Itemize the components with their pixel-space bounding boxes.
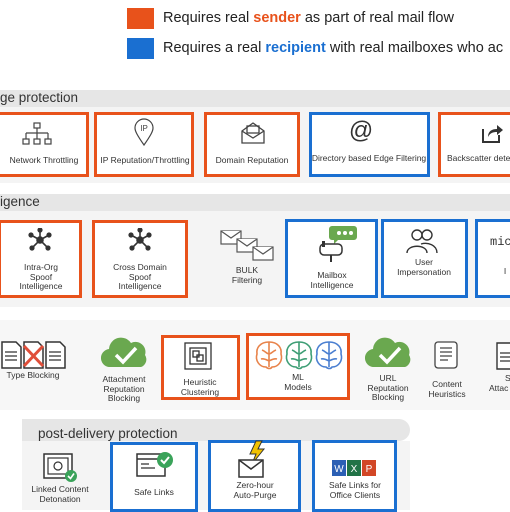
domain-reputation-label: Domain Reputation bbox=[215, 155, 289, 165]
partial-filter-icon bbox=[496, 342, 510, 370]
safe-links-label: Safe Links bbox=[134, 487, 174, 497]
cross-domain-spoof-box bbox=[92, 220, 188, 298]
heuristic-clustering-box bbox=[161, 335, 240, 400]
svg-text:W: W bbox=[334, 464, 344, 475]
at-icon: @ bbox=[348, 117, 374, 144]
envelope-icon bbox=[241, 122, 265, 144]
backscatter-label: Backscatter dete bbox=[447, 153, 510, 163]
sender-legend-swatch bbox=[127, 8, 154, 29]
user-impersonation-box bbox=[381, 219, 468, 298]
cloud-check-icon bbox=[101, 337, 147, 368]
edge-section-title: ge protection bbox=[0, 90, 79, 105]
intel-section-title: igence bbox=[0, 194, 40, 209]
post-section-band bbox=[22, 419, 410, 441]
edge-section-band bbox=[0, 90, 510, 107]
cluster-icon bbox=[184, 342, 212, 370]
recipient-legend-text: Requires a real recipient with real mail… bbox=[163, 40, 504, 56]
mailbox-icon bbox=[319, 226, 357, 262]
sender-legend-text: Requires real sender as part of real mai… bbox=[163, 10, 454, 26]
intel-section-band bbox=[0, 194, 510, 211]
svg-text:P: P bbox=[366, 464, 373, 475]
svg-text:X: X bbox=[351, 464, 358, 475]
recipient-legend-swatch bbox=[127, 38, 154, 59]
network-throttling-label: Network Throttling bbox=[9, 155, 79, 165]
share-icon bbox=[482, 125, 503, 143]
ip-reputation-label: IP Reputation/Throttling bbox=[100, 155, 190, 165]
domain-reputation-box bbox=[204, 112, 300, 177]
partial-intel-label: I bbox=[503, 266, 507, 276]
intra-org-spoof-box bbox=[0, 220, 82, 298]
lightning-mail-icon bbox=[238, 440, 266, 478]
directory-edge-filtering-label: Directory based Edge Filtering bbox=[311, 153, 427, 163]
cloud-check-icon bbox=[365, 337, 411, 368]
type-blocking-label: Type Blocking bbox=[6, 370, 60, 380]
directory-edge-filtering-box bbox=[309, 112, 430, 177]
partial-intel-heading: mic bbox=[490, 235, 510, 249]
backscatter-box bbox=[438, 112, 510, 177]
browser-check-icon bbox=[136, 452, 173, 477]
bulk-mail-icon bbox=[220, 230, 274, 261]
brain-icon bbox=[255, 341, 343, 370]
partial-intel-box bbox=[475, 219, 510, 298]
network-icon bbox=[22, 122, 52, 145]
scroll-icon bbox=[434, 341, 458, 369]
ip-icon: IP bbox=[134, 118, 154, 146]
users-icon bbox=[406, 229, 438, 254]
post-section-title: post-delivery protection bbox=[38, 426, 178, 441]
svg-text:IP: IP bbox=[140, 124, 148, 133]
file-block-icon bbox=[1, 341, 66, 369]
hub-icon bbox=[28, 228, 52, 251]
office-icon: W X P bbox=[332, 460, 376, 476]
safe-icon bbox=[43, 453, 77, 482]
hub-icon bbox=[128, 228, 152, 251]
